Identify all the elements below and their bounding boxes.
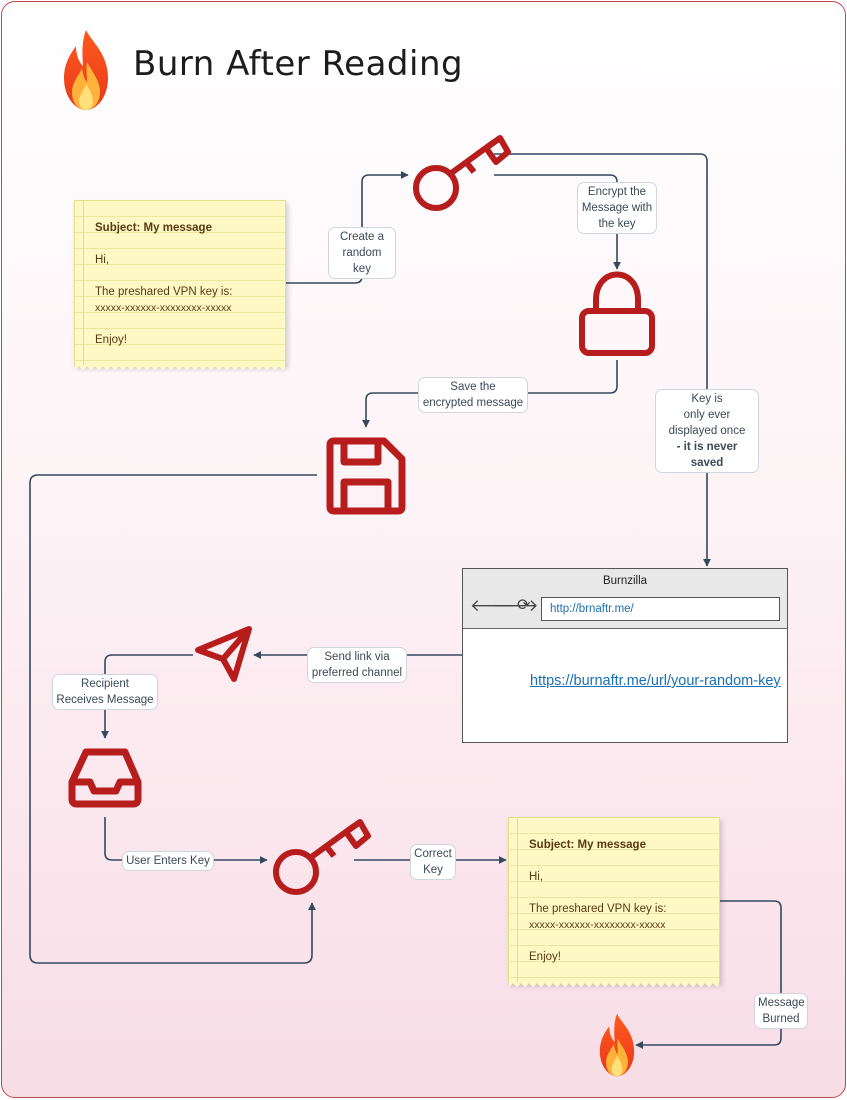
edge-recipient [101, 654, 193, 739]
decrypted-message-note: Subject: My message Hi, The preshared VP… [508, 817, 720, 988]
edge-key-to-browser [494, 153, 711, 567]
back-arrow-icon[interactable]: 🡐 [470, 596, 516, 615]
message-note: Subject: My message Hi, The preshared VP… [74, 200, 286, 371]
inbox-tray-icon [68, 748, 142, 808]
page-title: Burn After Reading [133, 44, 464, 84]
flame-icon [64, 30, 108, 110]
lock-icon [579, 271, 655, 356]
label-user-enters-key: User Enters Key [122, 851, 214, 871]
edge-burned [635, 900, 782, 1049]
address-bar[interactable]: http://brnaftr.me/ [541, 597, 780, 621]
note-closing: Enjoy! [529, 951, 561, 963]
note-greeting: Hi, [529, 871, 544, 883]
browser-toolbar: Burnzilla 🡐 🡒 ⟳ http://brnaftr.me/ [463, 569, 787, 629]
note-body: The preshared VPN key is: [95, 286, 233, 298]
edge-user-enters-key [104, 817, 268, 864]
reload-icon[interactable]: ⟳ [517, 597, 531, 614]
key-icon [416, 138, 508, 208]
note-body: The preshared VPN key is: [529, 903, 667, 915]
note-subject: Subject: My message [529, 839, 646, 851]
note-key: xxxxx-xxxxxx-xxxxxxxx-xxxxx [529, 919, 666, 931]
browser-window: Burnzilla 🡐 🡒 ⟳ http://brnaftr.me/ https… [462, 568, 788, 743]
note-subject: Subject: My message [95, 222, 212, 234]
burn-link[interactable]: https://burnaftr.me/url/your-random-key [530, 673, 781, 689]
note-closing: Enjoy! [95, 334, 127, 346]
flame-icon [599, 1013, 635, 1077]
paper-plane-icon [195, 626, 252, 682]
edge-encrypt [494, 174, 621, 270]
floppy-disk-icon [326, 437, 406, 515]
browser-title: Burnzilla [602, 575, 648, 587]
note-greeting: Hi, [95, 254, 110, 266]
forward-arrow-icon[interactable]: 🡒 [493, 596, 539, 615]
note-key: xxxxx-xxxxxx-xxxxxxxx-xxxxx [95, 302, 232, 314]
edge-stored-to-key [29, 474, 317, 964]
key-icon [276, 822, 368, 892]
